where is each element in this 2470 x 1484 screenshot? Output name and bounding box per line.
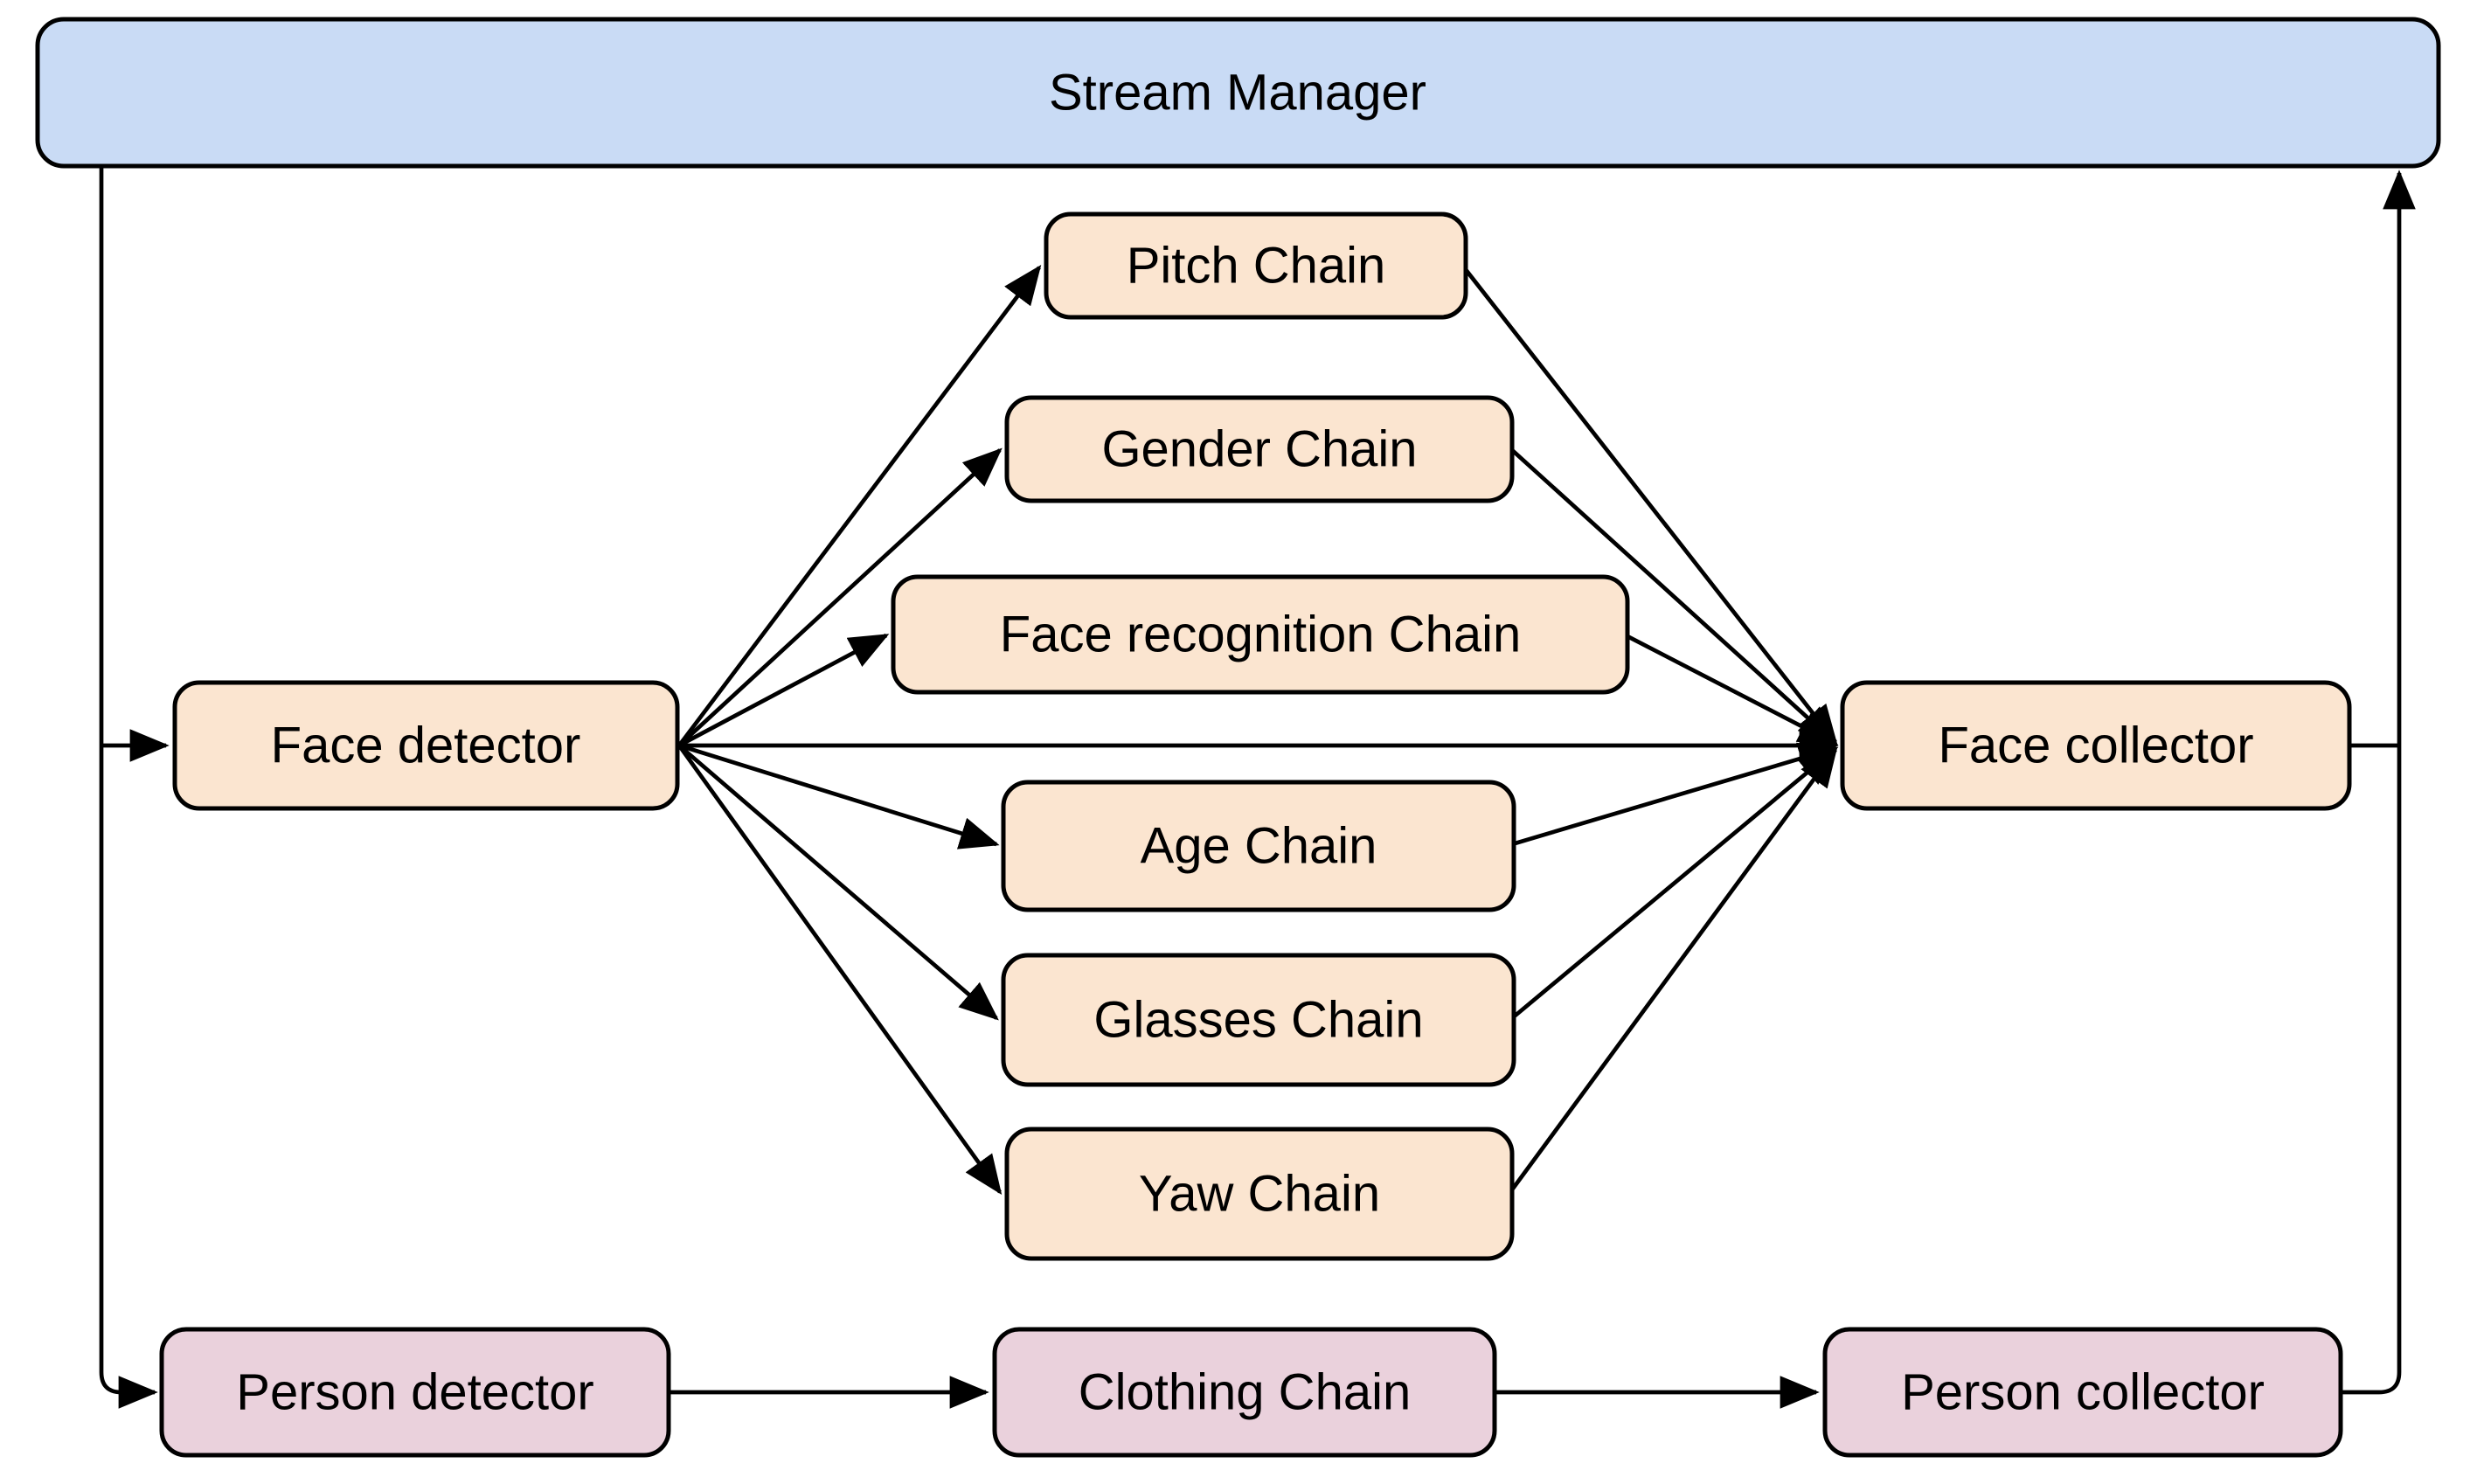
node-person-detector-box [159,1327,671,1458]
edge-gender-chain-to-face-collector [1510,448,1838,745]
node-clothing-chain-label: Clothing Chain [1079,1364,1411,1421]
node-clothing-chain-box [992,1327,1497,1458]
node-face-collector-box [1840,680,2352,811]
edge-person-collector-to-stream-manager [2341,170,2416,1395]
edge-face-detector-to-pitch-chain [677,264,1042,747]
node-face-collector: Face collector [1840,680,2352,811]
node-gender-chain-label: Gender Chain [1101,421,1417,478]
edge-face-detector-to-face-recognition-chain [677,633,890,748]
node-yaw-chain-box [1004,1127,1515,1261]
node-stream-manager: Stream Manager [35,17,2441,169]
node-age-chain-box [1001,780,1516,912]
node-gender-chain-box [1004,395,1515,503]
node-stream-manager-label: Stream Manager [1049,65,1426,121]
node-gender-chain: Gender Chain [1004,395,1515,503]
edge-face-detector-to-yaw-chain [677,744,1003,1196]
node-yaw-chain: Yaw Chain [1004,1127,1515,1261]
edge-face-detector-to-glasses-chain [677,744,999,1021]
node-glasses-chain-box [1001,953,1516,1087]
edges-layer [99,164,2416,1409]
edge-age-chain-to-face-collector [1511,742,1839,847]
edge-pitch-chain-to-face-collector [1462,266,1838,745]
node-pitch-chain-box [1044,212,1468,320]
node-glasses-chain: Glasses Chain [1001,953,1516,1087]
edge-face-recognition-chain-to-face-collector [1624,633,1839,746]
node-glasses-chain-label: Glasses Chain [1093,992,1423,1049]
node-face-detector-label: Face detector [271,718,581,774]
node-person-detector-label: Person detector [236,1364,593,1421]
node-face-detector: Face detector [172,680,680,811]
node-yaw-chain-label: Yaw Chain [1139,1166,1380,1223]
node-pitch-chain: Pitch Chain [1044,212,1468,320]
node-age-chain-label: Age Chain [1141,818,1377,875]
edge-face-detector-to-age-chain [678,743,1000,849]
edge-stream-manager-to-person-detector [99,164,158,1409]
edge-glasses-chain-to-face-collector [1510,746,1838,1020]
edge-face-detector-to-gender-chain [677,447,1003,747]
node-person-detector: Person detector [159,1327,671,1458]
node-face-detector-box [172,680,680,811]
node-clothing-chain: Clothing Chain [992,1327,1497,1458]
nodes-layer: Stream Manager Face detector Pitch Chain… [35,17,2441,1458]
node-face-recognition-chain: Face recognition Chain [891,574,1630,695]
node-age-chain: Age Chain [1001,780,1516,912]
node-stream-manager-box [35,17,2441,169]
node-face-recognition-chain-label: Face recognition Chain [1000,607,1521,663]
node-face-collector-label: Face collector [1938,718,2253,774]
node-person-collector-label: Person collector [1901,1364,2265,1421]
node-person-collector-box [1822,1327,2343,1458]
node-person-collector: Person collector [1822,1327,2343,1458]
node-pitch-chain-label: Pitch Chain [1127,238,1386,295]
node-face-recognition-chain-box [891,574,1630,695]
edge-yaw-chain-to-face-collector [1509,746,1838,1194]
